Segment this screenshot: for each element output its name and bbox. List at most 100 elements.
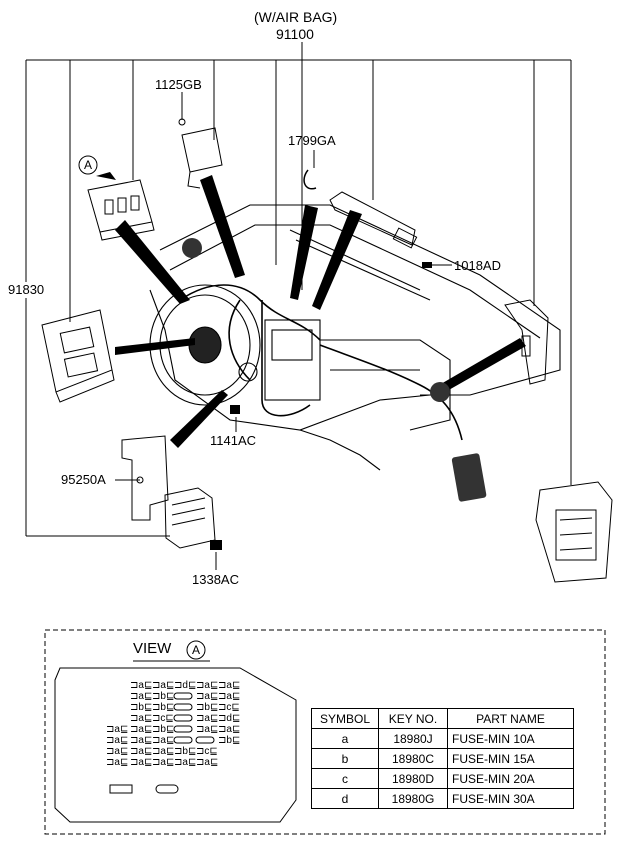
fuse-slot-label: ⊐a⊑: [174, 757, 196, 768]
row-name: FUSE-MIN 10A: [447, 728, 574, 749]
fuse-long-slot: [173, 703, 193, 711]
fuse-slot-label: ⊐a⊑: [196, 713, 218, 724]
view-title: VIEW: [133, 641, 171, 657]
fuse-slot-label: ⊐a⊑: [106, 746, 128, 757]
fuse-long-slot: [173, 725, 193, 733]
fuse-panel: [54, 667, 297, 823]
view-title-text: VIEW: [133, 640, 172, 657]
relay-module: [178, 118, 223, 189]
lower-bracket: [121, 435, 169, 521]
fuse-long-slot: [173, 714, 193, 722]
fuse-slot-label: ⊐a⊑: [218, 724, 240, 735]
fuse-slot-label: ⊐a⊑: [218, 691, 240, 702]
fuse-slot-label: ⊐a⊑: [196, 757, 218, 768]
vent-grille-icon: [182, 238, 202, 258]
fuse-long-slot: [173, 736, 193, 744]
fuse-slot-label: ⊐a⊑: [130, 680, 152, 691]
fuse-puller-slot: [109, 784, 133, 794]
fuse-key-table: SYMBOL KEY NO. PART NAME a 18980J FUSE-M…: [311, 708, 574, 809]
fuse-slot-label: ⊐b⊑: [152, 724, 174, 735]
row-key: 18980J: [378, 728, 448, 749]
row-name: FUSE-MIN 20A: [447, 768, 574, 789]
fuse-slot-label: ⊐d⊑: [218, 713, 240, 724]
fuse-slot-label: ⊐a⊑: [106, 735, 128, 746]
fuse-slot-label: ⊐a⊑: [152, 746, 174, 757]
control-module: [164, 487, 216, 549]
fuse-slot-label: ⊐a⊑: [106, 724, 128, 735]
fuse-slot-label: ⊐a⊑: [130, 757, 152, 768]
row-name: FUSE-MIN 15A: [447, 748, 574, 769]
fuse-slot-label: ⊐a⊑: [196, 680, 218, 691]
row-key: 18980D: [378, 768, 448, 789]
wiring-harness: [179, 284, 463, 441]
fuse-slot-label: ⊐b⊑: [174, 746, 196, 757]
fuse-long-slot: [173, 692, 193, 700]
fuse-slot-label: ⊐b⊑: [152, 691, 174, 702]
fuse-slot-label: ⊐a⊑: [218, 680, 240, 691]
fuse-slot-label: ⊐c⊑: [152, 713, 174, 724]
nut-1338AC: [210, 540, 222, 550]
view-section-box: [44, 629, 606, 835]
view-marker-callout: A: [84, 158, 93, 172]
fuse-slot-label: ⊐d⊑: [174, 680, 196, 691]
clip-1799GA: [303, 169, 317, 190]
callout-1141AC: 1141AC: [210, 433, 257, 448]
pointer-wedges: [115, 175, 526, 448]
fuse-slot-label: ⊐c⊑: [218, 702, 240, 713]
bolt-1141AC: [230, 405, 240, 414]
view-title-circle: [186, 640, 206, 660]
screw-1018AD: [422, 262, 432, 268]
row-key: 18980C: [378, 748, 448, 769]
fuse-slot-label: ⊐c⊑: [196, 746, 218, 757]
table-header-row: SYMBOL KEY NO. PART NAME: [311, 708, 574, 729]
table-row: c 18980D FUSE-MIN 20A: [311, 768, 574, 789]
fuse-slot-label: ⊐b⊑: [152, 702, 174, 713]
fuse-slot-label: ⊐b⊑: [130, 702, 152, 713]
callout-1125GB: 1125GB: [155, 77, 202, 92]
table-row: b 18980C FUSE-MIN 15A: [311, 748, 574, 769]
view-arrow-icon: [96, 172, 116, 180]
spare-slot: [155, 784, 179, 794]
fuse-slot-label: ⊐a⊑: [130, 724, 152, 735]
row-symbol: b: [311, 748, 379, 769]
right-bracket: [504, 299, 549, 385]
main-part-number: 91100: [276, 26, 314, 42]
fuse-box: [41, 309, 115, 403]
fuse-slot-label: ⊐a⊑: [106, 757, 128, 768]
row-symbol: c: [311, 768, 379, 789]
callout-1799GA: 1799GA: [288, 133, 336, 148]
row-name: FUSE-MIN 30A: [447, 788, 574, 809]
variant-label: (W/AIR BAG): [254, 9, 338, 25]
fuse-slot-label: ⊐b⊑: [196, 702, 218, 713]
callout-1338AC: 1338AC: [192, 572, 239, 587]
row-key: 18980G: [378, 788, 448, 809]
fuse-slot-label: ⊐a⊑: [130, 746, 152, 757]
fuse-slot-label: ⊐a⊑: [130, 735, 152, 746]
table-row: a 18980J FUSE-MIN 10A: [311, 728, 574, 749]
view-title-marker: A: [192, 643, 201, 657]
fuse-slot-label: ⊐b⊑: [218, 735, 240, 746]
row-symbol: d: [311, 788, 379, 809]
junction-block: [87, 179, 155, 241]
fuse-slot-label: ⊐a⊑: [152, 680, 174, 691]
fuse-slot-label: ⊐a⊑: [152, 735, 174, 746]
fuse-slot-label: ⊐a⊑: [196, 724, 218, 735]
callout-91830: 91830: [8, 282, 45, 297]
fuse-slot-label: ⊐a⊑: [130, 691, 152, 702]
dash-connector: [430, 382, 487, 502]
connector-strip: [329, 191, 418, 249]
table-row: d 18980G FUSE-MIN 30A: [311, 788, 574, 809]
header-symbol: SYMBOL: [311, 708, 379, 729]
fuse-slot-label: ⊐a⊑: [152, 757, 174, 768]
fuse-long-slot: [195, 736, 215, 744]
right-module: [535, 481, 613, 583]
row-symbol: a: [311, 728, 379, 749]
header-key-no: KEY NO.: [378, 708, 448, 729]
fuse-slot-label: ⊐a⊑: [196, 691, 218, 702]
fuse-slot-label: ⊐a⊑: [130, 713, 152, 724]
fuse-grid: ⊐a⊑⊐a⊑⊐d⊑⊐a⊑⊐a⊑⊐a⊑⊐b⊑⊐a⊑⊐a⊑⊐b⊑⊐b⊑⊐b⊑⊐c⊑⊐…: [106, 680, 240, 768]
view-marker-circle: [78, 155, 98, 175]
callout-1018AD: 1018AD: [454, 258, 501, 273]
